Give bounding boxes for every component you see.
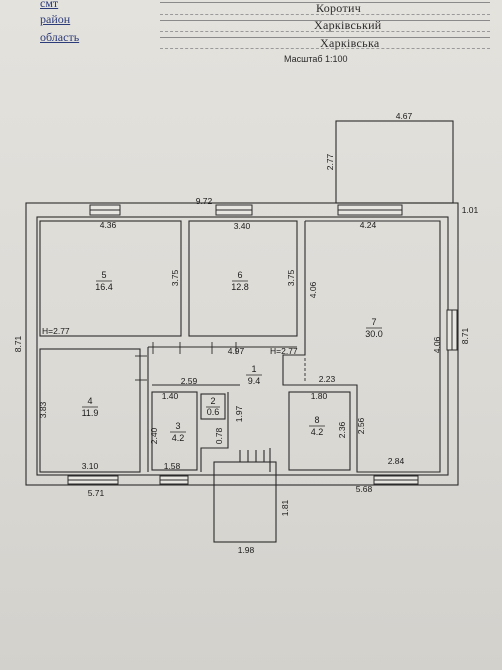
dim-room6-h: 3.75 [286,269,296,286]
dim-top-left: 4.36 [100,220,117,230]
room-5-outline [39,220,182,337]
room-3-number: 3 [175,421,180,431]
dim-room5-h: 3.75 [170,269,180,286]
header-line [160,31,490,32]
room-5-number: 5 [101,270,106,280]
height-left: H=2.77 [42,326,70,336]
room-8-area: 4.2 [311,427,324,437]
header-line [160,48,490,49]
dim-corridor-len: 4.97 [228,346,245,356]
room-7-area: 30.0 [365,329,383,339]
window-room3 [159,475,189,485]
room-8-outline [288,391,351,471]
window-room7-right [446,309,458,351]
window-room7-top [337,204,403,216]
region-value: Харківська [320,36,380,50]
room-7-number: 7 [371,317,376,327]
dim-room7-right: 4.06 [432,336,442,353]
height-mid: H=2.77 [270,346,298,356]
room-6-outline [188,220,298,337]
dim-room2-w: 2.59 [181,376,198,386]
room-6-number: 6 [237,270,242,280]
dim-room8-outer-w: 2.23 [319,374,336,384]
room-1-area: 9.4 [248,376,261,386]
label-district: район [40,12,71,26]
dim-room8-h: 2.36 [337,421,347,438]
window-room8 [373,475,419,485]
dim-room1-h: 1.97 [234,405,244,422]
dim-door-gap: 0.78 [214,427,224,444]
dim-room7-left: 4.06 [308,281,318,298]
dim-porch-h: 1.81 [280,499,290,516]
outer-wall-outline [25,202,459,486]
dim-annex-top: 4.67 [396,111,413,121]
dim-bottom-right-total: 5.68 [356,484,373,494]
dim-bottom-right-win: 2.84 [388,456,405,466]
label-region: область [40,30,80,44]
dim-top-right: 4.24 [360,220,377,230]
label-settlement: смт [40,0,59,10]
dim-top-total: 9.72 [196,196,213,206]
window-room6 [215,204,253,216]
dim-room4-h: 3.83 [38,401,48,418]
district-value: Харківський [314,18,382,32]
room-4-area: 11.9 [82,408,99,418]
room-3-outline [151,391,198,471]
scale-label: Масштаб 1:100 [284,54,348,64]
room-2-number: 2 [210,396,215,406]
porch-outline [213,461,277,543]
room-6-area: 12.8 [231,282,249,292]
dim-room8-w: 1.80 [311,391,328,401]
corridor-wall [200,392,229,472]
room-5-area: 16.4 [95,282,113,292]
settlement-value: Коротич [316,1,362,15]
header-line [160,20,490,21]
header-line [160,2,490,3]
room-8-number: 8 [314,415,319,425]
dim-bottom-left-total: 5.71 [88,488,105,498]
dim-bottom-room3: 1.58 [164,461,181,471]
dim-top-mid: 3.40 [234,221,251,231]
dim-annex-side: 2.77 [325,153,335,170]
window-room4 [67,475,119,485]
room-2-area: 0.6 [207,407,220,417]
dim-room3-h: 2.40 [149,427,159,444]
header-line [160,37,490,38]
room-3-area: 4.2 [172,433,185,443]
room-4-outline [39,348,141,473]
room-2-outline [200,393,226,420]
dim-bottom-room4: 3.10 [82,461,99,471]
window-room5 [89,204,121,216]
room-7-outline [282,220,441,473]
header-line [160,14,490,15]
dim-porch-w: 1.98 [238,545,255,555]
dim-right-offset: 1.01 [462,205,479,215]
room-1-number: 1 [251,364,256,374]
dim-room3-w: 1.40 [162,391,179,401]
dim-right-total: 8.71 [460,327,470,344]
dim-left-total: 8.71 [13,335,23,352]
dim-room8-outer-h: 2.56 [356,417,366,434]
room-4-number: 4 [87,396,92,406]
